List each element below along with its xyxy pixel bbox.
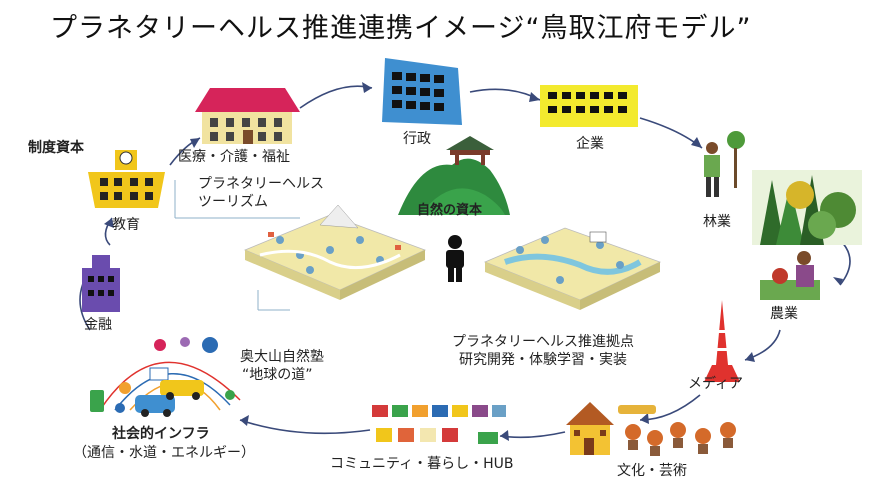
arrow-community-to-infra	[239, 419, 371, 435]
person-silhouette-icon	[446, 235, 464, 282]
finance-building-icon	[82, 255, 120, 312]
node-label-agriculture: 農業	[770, 306, 798, 322]
research-base-label-line1: プラネタリーヘルス推進拠点	[452, 334, 634, 350]
arrow-medical-to-gov	[299, 85, 373, 109]
node-label-infrastructure-detail: （通信・水道・エネルギー）	[73, 445, 255, 461]
node-label-medical: 医療・介護・福祉	[178, 149, 290, 165]
cycle-arrows	[79, 85, 851, 439]
okudaisen-isometric-map	[243, 204, 427, 300]
center-label-natural-capital: 自然の資本	[417, 203, 483, 218]
arrow-heads	[84, 82, 843, 441]
page-title: プラネタリーヘルス推進連携イメージ“鳥取江府モデル”	[50, 13, 752, 44]
node-label-institutional-capital: 制度資本	[28, 140, 84, 156]
research-base-label-line2: 研究開発・体験学習・実装	[459, 352, 627, 368]
tourism-label-line2: ツーリズム	[198, 194, 268, 210]
company-building-icon	[540, 85, 638, 127]
community-houses-icon	[372, 405, 506, 444]
node-label-community: コミュニティ・暮らし・HUB	[330, 456, 514, 472]
node-label-forestry: 林業	[703, 214, 731, 230]
farmer-icon	[760, 251, 820, 300]
culture-house-icon	[566, 402, 614, 455]
node-label-social-infrastructure: 社会的インフラ	[112, 426, 210, 442]
tourism-label-line1: プラネタリーヘルス	[198, 176, 324, 192]
arrow-culture-to-community	[499, 431, 566, 439]
forestry-worker-icon	[704, 131, 745, 197]
node-label-finance: 金融	[84, 317, 112, 333]
node-label-media: メディア	[688, 376, 744, 392]
okudaisen-label-line1: 奥大山自然塾	[240, 349, 324, 365]
media-tower-icon	[704, 300, 740, 382]
okudaisen-label-line2: “地球の道”	[242, 367, 313, 383]
government-building-icon	[382, 58, 462, 125]
medical-building-icon	[195, 88, 300, 144]
arrow-gov-to-company	[469, 88, 541, 101]
school-building-icon	[88, 150, 165, 208]
node-label-culture: 文化・芸術	[617, 463, 687, 479]
infrastructure-cluster-icon	[90, 337, 241, 417]
node-label-government: 行政	[403, 131, 431, 147]
forest-trees-icon	[752, 170, 862, 245]
research-base-isometric-map	[483, 227, 662, 310]
node-label-company: 企業	[576, 136, 604, 152]
arrow-forest-to-agri	[839, 239, 851, 286]
culture-animals-icon	[618, 405, 736, 456]
nature-capital-mountain-icon	[398, 136, 510, 215]
node-label-education: 教育	[112, 217, 140, 233]
